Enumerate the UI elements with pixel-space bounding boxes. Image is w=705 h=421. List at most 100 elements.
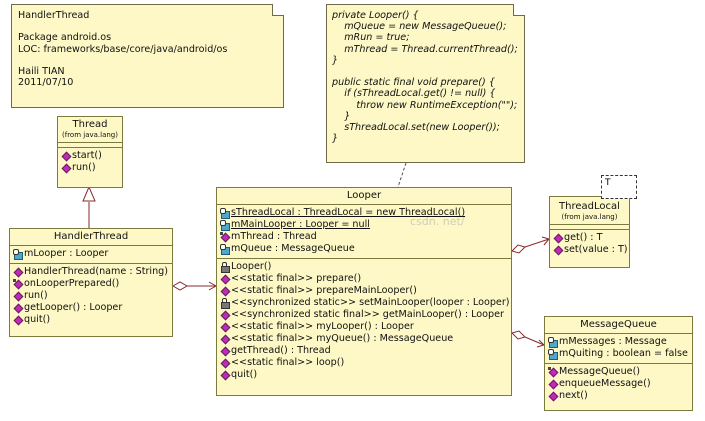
private-static-field-icon [220,208,230,219]
field-row[interactable]: mMainLooper : Looper = null [220,219,509,231]
public-method-icon [221,287,229,295]
method-text: <<static final>> prepare() [231,273,362,284]
method-text: <<static final>> loop() [231,357,345,368]
class-package: (from java.lang) [62,131,118,139]
method-row[interactable]: start() [62,150,120,162]
class-looper[interactable]: Looper sThreadLocal : ThreadLocal = new … [216,187,512,396]
operations-section: get() : T set(value : T) [550,230,629,259]
method-text: quit() [24,314,51,325]
class-title: HandlerThread [10,229,172,246]
field-row[interactable]: sThreadLocal : ThreadLocal = new ThreadL… [220,207,509,219]
code-line: } [332,54,339,66]
public-method-icon [14,316,22,324]
code-line: sThreadLocal.set(new Looper()); [332,121,500,133]
class-threadlocal[interactable]: ThreadLocal (from java.lang) get() : T s… [549,196,630,268]
note-fold-corner [513,4,525,16]
class-messagequeue[interactable]: MessageQueue mMessages : Message mQuitin… [544,316,693,411]
method-row[interactable]: getThread() : Thread [221,345,509,357]
field-row[interactable]: mThread : Thread [220,231,509,243]
constructor-icon [548,367,557,376]
code-line: mThread = Thread.currentThread(); [332,43,518,55]
method-row[interactable]: run() [62,162,120,174]
method-row[interactable]: run() [14,290,170,302]
field-row[interactable]: mMessages : Message [548,336,690,348]
field-text: mThread : Thread [231,231,317,242]
code-line: throw new RuntimeException(""); [332,99,518,111]
method-text: <<synchronized static>> setMainLooper(lo… [231,297,510,308]
method-text: start() [72,150,102,161]
method-row[interactable]: quit() [221,369,509,381]
method-text: getLooper() : Looper [24,302,123,313]
public-method-icon [549,392,557,400]
code-line [332,66,519,77]
code-line: } [332,133,339,145]
public-method-icon [14,304,22,312]
field-row[interactable]: mQuiting : boolean = false [548,348,690,360]
method-row[interactable]: quit() [14,314,170,326]
field-icon [548,337,558,348]
note-line: HandlerThread [18,10,90,21]
method-row[interactable]: Looper() [221,261,509,273]
method-text: HandlerThread(name : String) [24,266,168,277]
field-text: mQuiting : boolean = false [559,348,688,359]
method-row[interactable]: <<static final>> myLooper() : Looper [221,321,509,333]
method-row[interactable]: <<static final>> myQueue() : MessageQueu… [221,333,509,345]
watermark: csdn. net/ [410,215,465,228]
method-row[interactable]: onLooperPrepared() [13,278,170,290]
field-text: mLooper : Looper [24,248,109,259]
method-row[interactable]: MessageQueue() [548,366,690,378]
operations-section: start() run() [58,148,122,177]
class-thread[interactable]: Thread (from java.lang) start() run() [57,116,123,188]
private-constructor-icon [221,262,230,273]
method-row[interactable]: get() : T [554,232,627,244]
field-icon [220,244,230,255]
method-row[interactable]: <<synchronized static final>> getMainLoo… [221,309,509,321]
method-row[interactable]: enqueueMessage() [549,378,690,390]
class-title: Thread (from java.lang) [58,117,122,143]
note-line: 2011/07/10 [18,77,74,89]
method-row[interactable]: <<synchronized static>> setMainLooper(lo… [221,297,510,309]
field-text: mQueue : MessageQueue [231,243,355,254]
note-fold-corner [272,4,284,16]
note-line: LOC: frameworks/base/core/java/android/o… [18,43,228,55]
code-line: mRun = true; [332,32,410,44]
template-parameter-box: T [601,175,637,199]
class-name: Looper [346,190,382,201]
public-method-icon [221,275,229,283]
public-method-icon [221,323,229,331]
method-row[interactable]: getLooper() : Looper [14,302,170,314]
aggregation-diamond-looper-threadlocal [511,244,526,254]
method-row[interactable]: set(value : T) [554,244,628,256]
class-name: HandlerThread [53,231,129,242]
note-line: Haili TIAN [18,65,65,77]
code-line: mQueue = new MessageQueue(); [332,21,507,33]
class-title: ThreadLocal (from java.lang) [550,197,629,225]
note-anchor-line [397,162,407,188]
class-name: MessageQueue [580,319,657,330]
method-row[interactable]: <<static final>> prepare() [221,273,509,285]
method-text: getThread() : Thread [231,345,331,356]
field-text: mMainLooper : Looper = null [231,219,370,230]
field-row[interactable]: mQueue : MessageQueue [220,243,509,255]
private-static-field-icon [220,220,230,231]
operations-section: Looper() <<static final>> prepare() <<st… [217,259,511,384]
class-name: ThreadLocal [559,201,620,212]
private-method-icon [221,298,230,309]
method-text: <<static final>> myQueue() : MessageQueu… [231,333,454,344]
public-method-icon [554,234,562,242]
method-row[interactable]: next() [549,390,690,402]
method-text: onLooperPrepared() [24,278,120,289]
field-row[interactable]: mLooper : Looper [13,248,170,260]
method-text: get() : T [564,232,603,243]
method-row[interactable]: <<static final>> loop() [221,357,509,369]
method-text: <<synchronized static final>> getMainLoo… [231,309,504,320]
method-text: quit() [231,369,258,380]
method-row[interactable]: <<static final>> prepareMainLooper() [221,285,509,297]
public-method-icon [14,292,22,300]
public-method-icon [221,347,229,355]
private-field-icon [13,249,23,260]
method-text: next() [559,390,588,401]
class-handlerthread[interactable]: HandlerThread mLooper : Looper HandlerTh… [9,228,173,337]
method-row[interactable]: HandlerThread(name : String) [14,266,170,278]
attributes-section: sThreadLocal : ThreadLocal = new ThreadL… [217,205,511,259]
